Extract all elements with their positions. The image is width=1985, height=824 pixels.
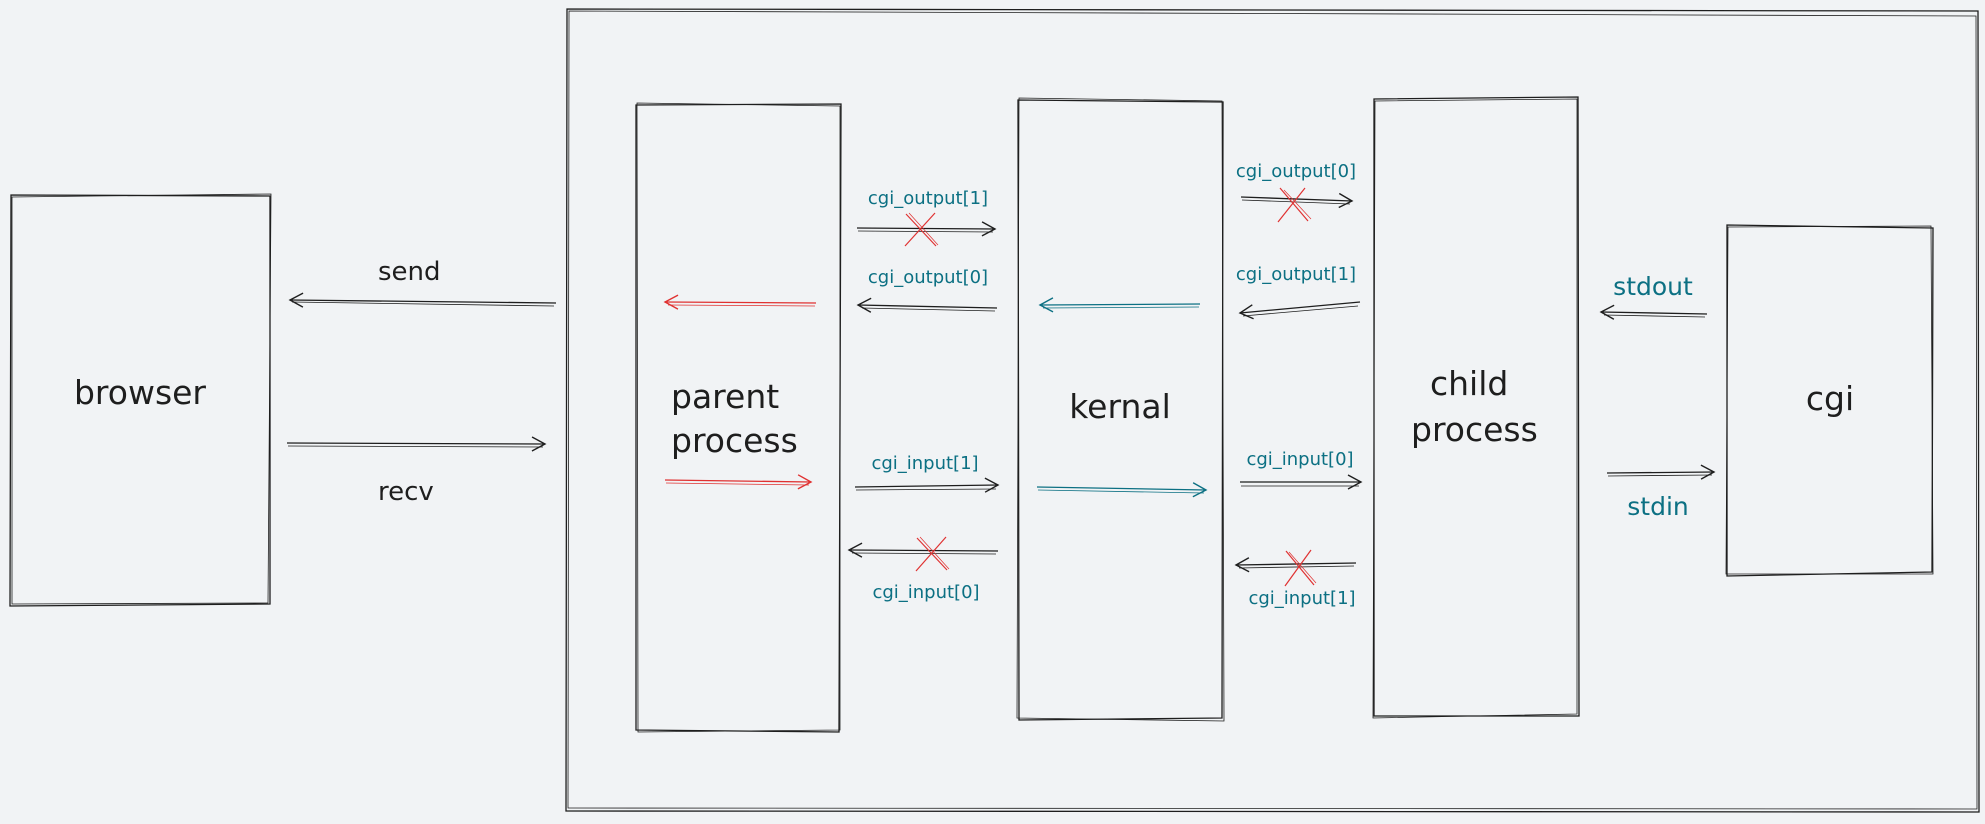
parent-internal-send-arrow — [663, 294, 817, 310]
child-cgi-output-1-arrow — [1238, 301, 1361, 320]
browser-box — [9, 193, 272, 607]
parent-cgi-input-0-arrow — [847, 542, 999, 558]
stdin-label: stdin — [1627, 492, 1689, 521]
cgi-box — [1725, 224, 1934, 577]
child-cgi-input-0-label: cgi_input[0] — [1246, 449, 1353, 470]
child-cgi-output-0-closed-mark — [1277, 187, 1312, 223]
parent-process-label-line1: parent — [671, 377, 779, 416]
child-process-label-line2: process — [1411, 410, 1538, 449]
stdout-arrow — [1599, 304, 1708, 320]
parent-cgi-input-0-label: cgi_input[0] — [872, 582, 979, 603]
child-cgi-input-1-closed-mark — [1284, 549, 1317, 587]
child-cgi-output-1-label: cgi_output[1] — [1236, 264, 1356, 285]
child-process-box — [1372, 96, 1580, 719]
parent-process-box — [635, 102, 842, 733]
parent-cgi-input-0-closed-mark — [915, 536, 950, 572]
parent-cgi-output-1-label: cgi_output[1] — [868, 188, 988, 209]
send-label: send — [378, 257, 441, 287]
kernal-internal-output-arrow — [1038, 297, 1201, 313]
child-process-label-line1: child — [1430, 364, 1508, 403]
recv-arrow — [286, 436, 547, 452]
parent-process-label-line2: process — [671, 421, 798, 460]
recv-label: recv — [378, 477, 434, 507]
kernal-internal-input-arrow — [1036, 482, 1208, 498]
stdout-label: stdout — [1613, 272, 1693, 301]
parent-internal-recv-arrow — [664, 474, 813, 490]
parent-cgi-input-1-label: cgi_input[1] — [871, 453, 978, 474]
server-frame — [565, 8, 1980, 813]
child-cgi-input-1-label: cgi_input[1] — [1248, 588, 1355, 609]
parent-cgi-output-0-label: cgi_output[0] — [868, 267, 988, 288]
child-cgi-output-0-label: cgi_output[0] — [1236, 161, 1356, 182]
parent-cgi-output-1-closed-mark — [904, 212, 939, 247]
kernal-label: kernal — [1069, 387, 1171, 426]
cgi-label: cgi — [1806, 379, 1854, 418]
send-arrow — [288, 292, 557, 308]
kernal-box — [1016, 97, 1225, 722]
browser-label: browser — [74, 373, 206, 412]
parent-cgi-output-0-arrow — [856, 297, 998, 313]
parent-cgi-input-1-arrow — [854, 477, 1000, 493]
child-cgi-input-0-arrow — [1240, 474, 1363, 490]
stdin-arrow — [1606, 464, 1716, 480]
